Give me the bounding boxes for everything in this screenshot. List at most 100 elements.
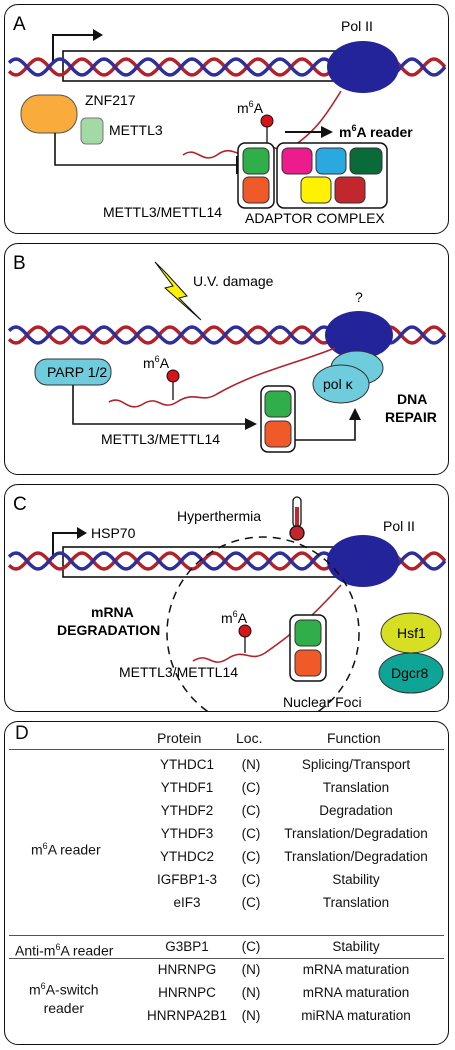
m6a-mark xyxy=(166,369,180,383)
pol-kappa-front xyxy=(312,364,370,404)
panel-b: B U.V. damage ? PARP 1/2 m6A METTL3/METT… xyxy=(4,243,449,475)
loc-cell: (C) xyxy=(241,939,261,954)
loc-cell: (C) xyxy=(241,872,261,887)
pol-ii xyxy=(327,41,399,93)
m6a-label: m6A xyxy=(221,609,248,626)
m6a-label: m6A xyxy=(143,354,170,371)
mettl3-subunit xyxy=(264,390,292,418)
promoter-arrowhead xyxy=(77,527,87,539)
adaptor-yellow xyxy=(300,176,332,204)
panel-c-letter: C xyxy=(13,494,27,515)
panel-b-letter: B xyxy=(13,253,26,274)
mettl14-subunit xyxy=(264,420,292,448)
adaptor-magenta xyxy=(281,147,313,175)
function-cell: miRNA maturation xyxy=(301,1008,411,1023)
table-row: YTHDC1 (N) Splicing/Transport xyxy=(5,755,448,777)
parp-arrow xyxy=(72,385,245,425)
hyperthermia-label: Hyperthermia xyxy=(177,508,261,524)
header-function: Function xyxy=(327,730,381,746)
hsp70-label: HSP70 xyxy=(91,525,136,541)
adaptor-label: ADAPTOR COMPLEX xyxy=(245,210,385,226)
protein-cell: HNRNPA2B1 xyxy=(146,1008,228,1023)
pol-ii xyxy=(325,311,393,359)
protein-cell: HNRNPG xyxy=(157,962,217,977)
dgcr8-shape xyxy=(378,652,444,694)
pol-ii-label: Pol II xyxy=(341,18,373,34)
header-loc: Loc. xyxy=(236,730,263,746)
loc-cell: (C) xyxy=(241,780,261,795)
protein-cell: YTHDF2 xyxy=(160,803,214,818)
header-rule xyxy=(9,749,444,750)
lightning-icon xyxy=(154,261,202,321)
panel-a: A Pol II ZNF217 METTL3 m6A m6A reader ME… xyxy=(4,4,449,234)
function-cell: Degradation xyxy=(319,803,393,818)
loc-cell: (N) xyxy=(241,1008,261,1023)
function-cell: Translation/Degradation xyxy=(284,826,428,841)
function-cell: Translation/Degradation xyxy=(284,849,428,864)
mettl3-subunit xyxy=(294,619,322,647)
table-row: eIF3(C)Translation xyxy=(5,893,448,915)
loc-cell: (N) xyxy=(241,757,261,772)
panel-c: C Hyperthermia HSP70 Pol II mRNA DEGRADA… xyxy=(4,484,449,712)
dna-repair-label-2: REPAIR xyxy=(385,409,437,425)
repair-arrow xyxy=(295,420,356,441)
table-row: HNRNPG(N)mRNA maturation xyxy=(5,960,448,982)
promoter-arrow xyxy=(52,34,93,61)
nuclear-foci-circle xyxy=(166,536,360,711)
panel-c-diagram: C Hyperthermia HSP70 Pol II mRNA DEGRADA… xyxy=(7,494,447,711)
protein-cell: G3BP1 xyxy=(165,939,209,954)
promoter-arrowhead xyxy=(93,29,103,41)
thermometer-icon xyxy=(289,496,305,541)
parp-label: PARP 1/2 xyxy=(47,364,107,380)
mettl-complex-label: METTL3/METTL14 xyxy=(101,431,220,447)
group-rule-1 xyxy=(9,935,444,936)
mettl-complex-label: METTL3/METTL14 xyxy=(119,664,238,680)
table-row: YTHDF1 (C) Translation xyxy=(5,778,448,800)
adaptor-crimson xyxy=(334,176,366,204)
panel-a-diagram: A Pol II ZNF217 METTL3 m6A m6A reader ME… xyxy=(7,14,447,226)
function-cell: mRNA maturation xyxy=(302,985,410,1000)
function-cell: Splicing/Transport xyxy=(301,757,411,772)
protein-cell: YTHDF3 xyxy=(160,826,214,841)
pol-ii xyxy=(327,535,399,587)
protein-cell: YTHDF1 xyxy=(160,780,214,795)
panel-b-diagram: B U.V. damage ? PARP 1/2 m6A METTL3/METT… xyxy=(7,253,447,453)
uv-label: U.V. damage xyxy=(193,273,274,289)
panel-a-letter: A xyxy=(13,14,26,35)
m6a-mark xyxy=(238,624,252,638)
loc-cell: (C) xyxy=(241,849,261,864)
hsf1-label: Hsf1 xyxy=(397,625,426,641)
parp-arrowhead xyxy=(245,418,257,430)
table-row: YTHDC2 (C) Translation/Degradation xyxy=(5,847,448,869)
degradation-label-1: mRNA xyxy=(91,604,134,620)
loc-cell: (N) xyxy=(241,985,261,1000)
group-anti-reader: Anti-m6A reader xyxy=(15,942,114,959)
rna-strand xyxy=(108,347,336,408)
degradation-label-2: DEGRADATION xyxy=(57,622,160,638)
table-row: HNRNPC(N)mRNA maturation xyxy=(5,983,448,1005)
function-cell: Translation xyxy=(322,780,390,795)
function-cell: mRNA maturation xyxy=(302,962,410,977)
reader-arrowhead xyxy=(321,126,333,138)
group-rule-2 xyxy=(9,958,444,959)
panel-d: D Protein Loc. Function YTHDC1(N)Splicin… xyxy=(4,721,449,1045)
mettl-complex-label: METTL3/METTL14 xyxy=(103,204,222,220)
table-row: IGFBP1-3(C)Stability xyxy=(5,870,448,892)
adaptor-darkgreen xyxy=(349,147,383,175)
repair-arrowhead xyxy=(349,408,361,420)
mettl14-subunit xyxy=(294,649,322,677)
protein-cell: eIF3 xyxy=(173,895,201,910)
loc-cell: (C) xyxy=(241,803,261,818)
m6a-reader-label: m6A reader xyxy=(339,123,413,140)
pol-kappa-label: pol κ xyxy=(323,376,354,392)
mettl3-shape xyxy=(80,117,104,145)
loc-cell: (C) xyxy=(241,826,261,841)
group-m6a-reader: m6A reader xyxy=(31,841,101,858)
protein-cell: YTHDC1 xyxy=(159,757,215,772)
inhibition-line xyxy=(54,133,237,166)
header-protein: Protein xyxy=(157,730,202,746)
function-cell: Stability xyxy=(332,939,380,954)
promoter-arrow xyxy=(52,532,77,559)
table-row: YTHDF3 (C) Translation/Degradation xyxy=(5,824,448,846)
protein-cell: YTHDC2 xyxy=(159,849,215,864)
